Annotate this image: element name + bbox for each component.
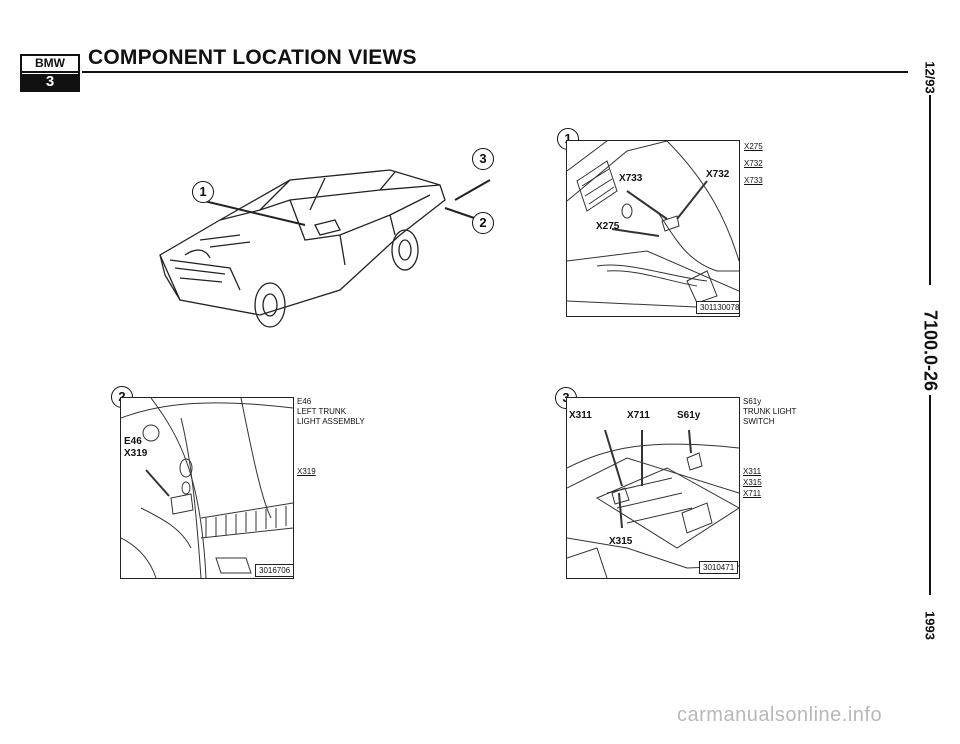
view3-detail-image: X311 X711 S61y X315 3010471 (566, 397, 740, 579)
watermark-url: carmanualsonline.info (677, 704, 883, 726)
logo-brand: BMW (22, 56, 78, 73)
logo-series: 3 (22, 74, 78, 90)
view3-label-x311: X311 (569, 410, 592, 421)
view2-legend-code: E46 (297, 397, 312, 406)
callout-3: 3 (472, 148, 494, 170)
view1-drawing (567, 141, 739, 310)
side-rule-top (929, 95, 931, 285)
view3-legend-line2: SWITCH (743, 417, 775, 426)
view3-label-x711: X711 (627, 410, 650, 421)
view1-label-x732: X732 (706, 169, 730, 180)
view3-legend-x315: X315 (743, 478, 762, 487)
view1-legend-x733: X733 (744, 176, 763, 185)
view3-legend-title: S61y TRUNK LIGHT SWITCH (743, 397, 796, 427)
side-year: 1993 (922, 611, 938, 640)
car-drawing (159, 169, 491, 328)
view3-image-id: 3010471 (699, 561, 739, 574)
callout-1: 1 (192, 181, 214, 203)
view3-legend-code: S61y (743, 397, 762, 406)
view1-legend-x732: X732 (744, 159, 763, 168)
view2-image-id: 3016706 (255, 564, 293, 577)
view2-legend-line1: LEFT TRUNK (297, 407, 347, 416)
view1-legend-x275: X275 (744, 142, 763, 151)
view3-label-x315: X315 (609, 536, 633, 547)
view2-legend-title: E46 LEFT TRUNK LIGHT ASSEMBLY (297, 397, 365, 427)
header-rule (82, 71, 908, 73)
view2-detail-image: E46 X319 3016706 (120, 397, 294, 579)
view3-drawing (567, 429, 739, 578)
side-date: 12/93 (922, 61, 938, 94)
view1-image-id: 301130078 (696, 301, 739, 314)
view3-legend-line1: TRUNK LIGHT (743, 407, 797, 416)
view1-label-x733: X733 (619, 173, 643, 184)
view1-label-x275: X275 (596, 221, 620, 232)
view1-detail-image: X733 X732 X275 301130078 (566, 140, 740, 317)
view2-label-x319: X319 (124, 448, 148, 459)
page-title: COMPONENT LOCATION VIEWS (88, 46, 417, 69)
side-doc-number: 7100.0-26 (920, 309, 941, 392)
view3-legend-x711: X711 (743, 489, 762, 498)
view3-legend-x311: X311 (743, 467, 762, 476)
callout-2: 2 (472, 212, 494, 234)
view2-legend-line2: LIGHT ASSEMBLY (297, 417, 365, 426)
view2-legend-x319: X319 (297, 467, 316, 476)
car-overview-illustration: 1 3 2 (140, 140, 520, 340)
bmw-3-logo: BMW 3 (20, 54, 80, 92)
view2-label-e46: E46 (124, 436, 142, 447)
view3-label-s61y: S61y (677, 410, 701, 421)
side-rule-middle (929, 395, 931, 595)
view2-drawing (121, 398, 293, 578)
